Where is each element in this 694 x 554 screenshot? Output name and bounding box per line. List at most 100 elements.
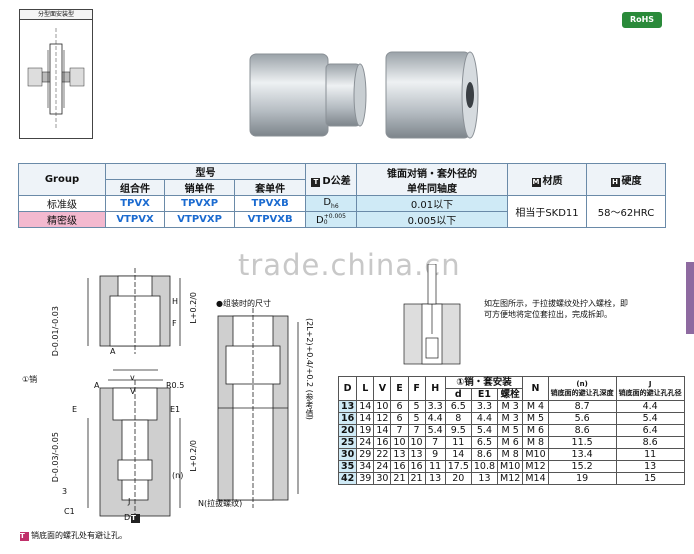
v-small-label: v [130,373,135,382]
table-cell: 15.2 [547,460,617,473]
table-cell: 5.4 [615,412,685,425]
table-cell: M 3 [497,412,524,425]
group-cell: 标准级 [18,195,106,212]
table-cell: M 6 [497,436,524,449]
table-cell: M10 [497,460,524,473]
d-tolerance-label-2: D-0.03/-0.05 [51,432,60,483]
table-cell: M12 [497,472,524,485]
table-cell: 17.5 [444,460,472,473]
table-cell: 16 [337,412,358,425]
table-cell: 6.4 [615,424,685,437]
rohs-badge: RoHS [622,12,662,28]
j-label: J [128,497,131,506]
l-tolerance-label: L+0.2/0 [189,292,198,324]
table-cell: 16 [407,460,426,473]
table-cell: 22 [373,448,392,461]
table-cell: 30 [373,472,392,485]
table-cell: 13 [615,460,685,473]
table-cell: 7 [424,436,446,449]
extraction-note: 如左图所示，于拉拔螺纹处拧入螺栓，即可方便地将定位套拉出，完成拆卸。 [484,299,628,319]
col-d: D [337,376,358,401]
table-cell: 13 [424,472,446,485]
assembly-code: VTPVX [105,211,165,228]
n-depth-label: (n) [172,471,184,480]
table-cell: 24 [373,460,392,473]
col-h: H [424,376,446,401]
table-cell: 8.6 [547,424,617,437]
a-label-1: A [110,347,116,356]
v-large-label: V [130,387,136,396]
col-group-pin: ①销・套安装 [444,376,524,389]
table-cell: 11 [444,436,472,449]
table-cell: 5.4 [424,424,446,437]
assembly-code: TPVX [105,195,165,212]
table-cell: 7 [390,424,409,437]
pin-photo [249,53,367,137]
f-label: F [172,319,177,328]
col-n-depth: (n)销底面的避让孔深度 [547,376,617,401]
table-cell: 4.4 [424,412,446,425]
table-cell: M 8 [497,448,524,461]
table-cell: 19 [547,472,617,485]
table-cell: M 3 [497,400,524,413]
sleeve-header: 套单件 [234,179,306,196]
footnote-icon: T [20,532,29,541]
d-tolerance-label-1: D-0.01/-0.03 [51,306,60,357]
table-cell: 19 [356,424,375,437]
table-cell: 25 [337,436,358,449]
table-cell: 10 [407,436,426,449]
table-cell: 14 [444,448,472,461]
removal-sketch [403,264,461,365]
table-cell: 14 [356,400,375,413]
table-cell: 34 [356,460,375,473]
concentricity-header: 锥面对销・套外径的单件同轴度 [356,163,508,196]
pin-label: ①销 [22,375,38,384]
model-header: 型号 [105,163,306,180]
col-n: N [522,376,549,401]
table-cell: 10.8 [470,460,499,473]
group-header: Group [18,163,106,196]
table-cell: 15 [615,472,685,485]
d-bottom-label: DT [124,512,142,523]
table-cell: 6.5 [444,400,472,413]
col-f: F [407,376,426,401]
sum-tolerance-label: (2L+2)+0.4/+0.2 (参考值) [305,318,314,420]
table-cell: 24 [356,436,375,449]
table-cell: M 4 [522,400,549,413]
material-icon: M [531,178,541,187]
n-thread-label: N(拉拔螺纹) [198,499,243,508]
side-tab[interactable] [686,262,694,334]
mounting-diagram: 分型面安装型 [19,9,93,139]
table-cell: 20 [337,424,358,437]
table-cell: M 6 [522,424,549,437]
table-cell: M12 [522,460,549,473]
tol-icon: T [131,514,141,523]
hardness-cell: 58～62HRC [586,195,666,228]
table-cell: 21 [390,472,409,485]
table-cell: 42 [337,472,358,485]
table-cell: 16 [373,436,392,449]
table-cell: 39 [356,472,375,485]
col-bolt: 螺栓 [497,388,524,401]
table-cell: 29 [356,448,375,461]
l-tolerance-label-2: L+0.2/0 [189,440,198,472]
table-cell: 11 [615,448,685,461]
table-cell: 4.4 [615,400,685,413]
pin-header: 销单件 [163,179,236,196]
concentricity-cell: 0.01以下 [356,195,508,212]
col-l: L [356,376,375,401]
sleeve-code: VTPVXB [234,211,306,228]
table-cell: 16 [390,460,409,473]
sleeve-code: TPVXB [234,195,306,212]
watermark: trade.china.cn [238,248,461,282]
assembly-header: 组合件 [105,179,165,196]
